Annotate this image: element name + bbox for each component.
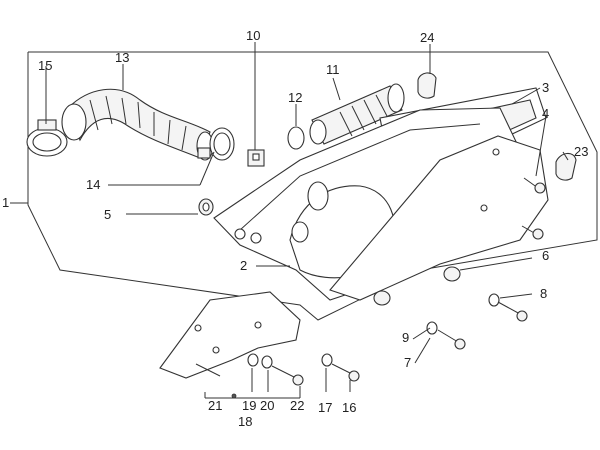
label-8: 8 bbox=[540, 286, 547, 301]
label-9: 9 bbox=[402, 330, 409, 345]
cap-23 bbox=[555, 152, 577, 181]
label-12: 12 bbox=[288, 90, 302, 105]
label-10: 10 bbox=[246, 28, 260, 43]
label-13: 13 bbox=[115, 50, 129, 65]
label-23: 23 bbox=[574, 144, 588, 159]
label-22: 22 bbox=[290, 398, 304, 413]
label-1: 1 bbox=[2, 195, 9, 210]
hose-clamp-14 bbox=[197, 127, 235, 161]
label-20: 20 bbox=[260, 398, 274, 413]
label-4: 4 bbox=[542, 106, 549, 121]
spacer-6 bbox=[443, 266, 461, 282]
bolt-7 bbox=[426, 321, 466, 350]
label-11: 11 bbox=[326, 62, 340, 77]
bolt-8 bbox=[488, 293, 528, 322]
hardware-19-20-22 bbox=[195, 353, 360, 399]
spacer-9 bbox=[373, 290, 391, 306]
intake-hose-13 bbox=[61, 88, 214, 161]
bracket-18 bbox=[159, 291, 301, 379]
hose-clamp-15 bbox=[26, 119, 68, 157]
label-5: 5 bbox=[104, 207, 111, 222]
label-14: 14 bbox=[86, 177, 100, 192]
label-24: 24 bbox=[420, 30, 434, 45]
screw-4 bbox=[521, 177, 546, 240]
label-18: 18 bbox=[238, 414, 252, 429]
cap-24 bbox=[417, 72, 437, 99]
label-2: 2 bbox=[240, 258, 247, 273]
label-16: 16 bbox=[342, 400, 356, 415]
leader-lines bbox=[45, 42, 569, 399]
label-21: 21 bbox=[208, 398, 222, 413]
label-6: 6 bbox=[542, 248, 549, 263]
label-3: 3 bbox=[542, 80, 549, 95]
grommet-5 bbox=[198, 198, 214, 216]
intake-pipe-11 bbox=[309, 83, 405, 145]
spring-clip-12 bbox=[287, 126, 305, 150]
label-17: 17 bbox=[318, 400, 332, 415]
label-19: 19 bbox=[242, 398, 256, 413]
label-15: 15 bbox=[38, 58, 52, 73]
label-7: 7 bbox=[404, 355, 411, 370]
airbox-cover bbox=[329, 135, 549, 301]
